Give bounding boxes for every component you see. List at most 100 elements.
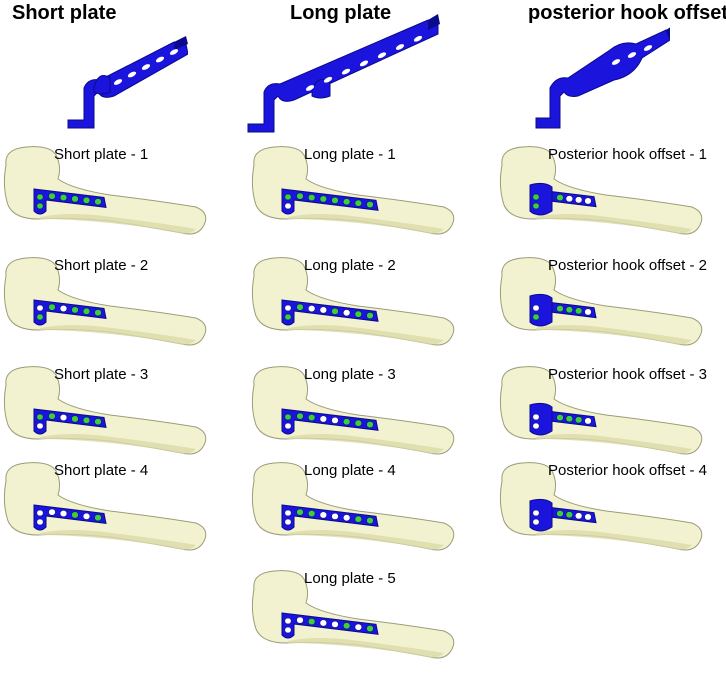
empty-screw-hole — [331, 512, 339, 520]
screw — [354, 515, 362, 523]
clavicle-bone — [251, 570, 455, 659]
empty-screw-hole — [319, 511, 327, 519]
empty-screw-hole — [343, 514, 351, 522]
plate-hole — [305, 85, 315, 91]
empty-screw-hole — [48, 508, 56, 516]
plate-hole — [127, 71, 137, 78]
bone-shading — [288, 530, 444, 550]
empty-screw-hole — [59, 305, 68, 312]
bone-shading — [40, 434, 196, 454]
screw — [565, 415, 573, 423]
plate-hole — [413, 35, 423, 42]
empty-screw-hole — [532, 413, 540, 421]
plate-hole — [323, 76, 333, 83]
screw — [82, 196, 91, 204]
screw — [59, 194, 68, 201]
screw — [36, 202, 44, 210]
empty-screw-hole — [284, 202, 292, 210]
configuration-label: Posterior hook offset - 2 — [548, 257, 707, 274]
empty-screw-hole — [584, 513, 592, 521]
plate-hole — [113, 79, 123, 85]
empty-screw-hole — [331, 416, 339, 424]
bone-plate — [281, 612, 379, 639]
configuration-label: Short plate - 1 — [54, 146, 149, 163]
empty-screw-hole — [532, 304, 540, 312]
plate-hole — [395, 44, 405, 50]
empty-screw-hole — [343, 309, 351, 317]
screw — [48, 303, 56, 311]
empty-screw-hole — [331, 620, 339, 628]
plate-hole — [611, 59, 621, 65]
clavicle-model — [3, 257, 207, 346]
empty-screw-hole — [354, 623, 362, 631]
screw — [532, 202, 540, 210]
clavicle-bone — [251, 146, 455, 235]
configuration-label: Posterior hook offset - 3 — [548, 366, 707, 383]
empty-screw-hole — [319, 415, 327, 423]
column-title: Short plate — [12, 2, 117, 24]
screw — [343, 622, 351, 630]
fixation-configuration: Posterior hook offset - 2 — [496, 254, 707, 362]
clavicle-model — [499, 462, 703, 551]
clavicle-bone — [3, 366, 207, 455]
clavicle-model — [3, 462, 207, 551]
plate-hole — [627, 52, 637, 58]
bone-shading — [40, 530, 196, 550]
plate-hole — [341, 68, 351, 75]
screw — [296, 508, 304, 516]
empty-screw-hole — [36, 509, 44, 517]
screw — [94, 418, 102, 426]
clavicle-model — [251, 366, 455, 455]
configuration-label: Short plate - 4 — [54, 462, 149, 479]
screw — [575, 416, 583, 424]
screw — [366, 421, 374, 429]
screw — [556, 510, 564, 518]
screw — [319, 195, 327, 203]
screw — [308, 414, 316, 422]
clavicle-model — [499, 366, 703, 455]
screw — [575, 307, 583, 315]
screw — [71, 195, 79, 203]
screw — [36, 413, 44, 421]
plate-3d-model — [67, 36, 188, 129]
clavicle-bone — [251, 462, 455, 551]
empty-screw-hole — [36, 518, 44, 526]
fixation-configuration: Long plate - 2 — [248, 254, 458, 362]
screw — [308, 618, 316, 626]
bone-shading — [536, 214, 692, 234]
screw — [556, 414, 564, 422]
screw — [354, 419, 362, 427]
fixation-configuration: Posterior hook offset - 4 — [496, 459, 707, 567]
empty-screw-hole — [565, 195, 573, 203]
empty-screw-hole — [575, 196, 583, 204]
screw — [71, 511, 79, 519]
bone-shading — [288, 434, 444, 454]
plate-hole — [643, 45, 653, 51]
bone-shading — [536, 325, 692, 345]
screw — [48, 192, 56, 200]
bone-shading — [536, 530, 692, 550]
configuration-label: Long plate - 4 — [304, 462, 396, 479]
clavicle-model — [251, 462, 455, 551]
column-title: posterior hook offset — [528, 2, 726, 24]
bone-shading — [288, 325, 444, 345]
empty-screw-hole — [532, 518, 540, 526]
screw — [532, 313, 540, 321]
configuration-label: Long plate - 1 — [304, 146, 396, 163]
screw — [366, 625, 374, 633]
screw — [94, 309, 102, 317]
empty-screw-hole — [36, 304, 44, 312]
screw — [354, 310, 362, 318]
empty-screw-hole — [284, 518, 292, 526]
empty-screw-hole — [59, 510, 68, 517]
bone-plate — [281, 408, 379, 435]
empty-screw-hole — [575, 512, 583, 520]
clavicle-model — [3, 146, 207, 235]
plate-hole — [169, 49, 179, 55]
empty-screw-hole — [284, 422, 292, 430]
clavicle-model — [251, 257, 455, 346]
screw — [36, 313, 44, 321]
screw — [343, 418, 351, 426]
screw — [48, 412, 56, 420]
screw — [284, 413, 292, 421]
